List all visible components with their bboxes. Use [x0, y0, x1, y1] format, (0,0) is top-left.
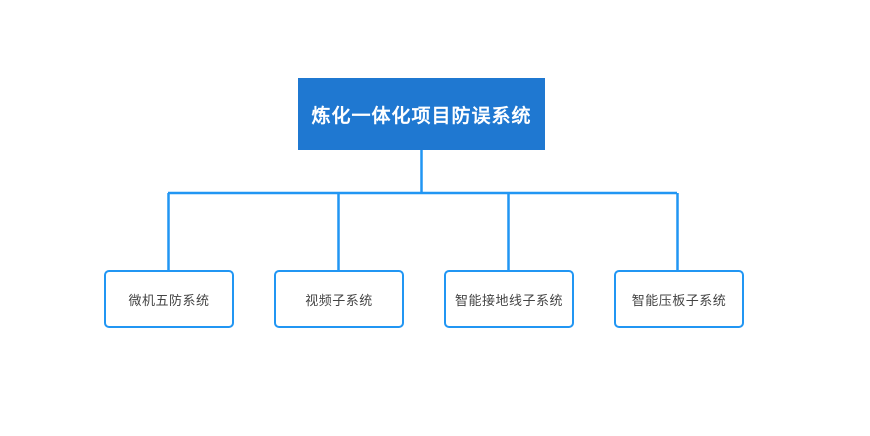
- child-node-1[interactable]: 微机五防系统: [104, 270, 234, 328]
- child-node-4[interactable]: 智能压板子系统: [614, 270, 744, 328]
- child-node-3-label: 智能接地线子系统: [454, 293, 563, 309]
- child-node-4-label: 智能压板子系统: [631, 293, 727, 309]
- child-node-3[interactable]: 智能接地线子系统: [444, 270, 574, 328]
- child-node-1-label: 微机五防系统: [128, 293, 210, 309]
- root-node[interactable]: 炼化一体化项目防误系统: [298, 78, 545, 150]
- child-node-2[interactable]: 视频子系统: [274, 270, 404, 328]
- root-node-label: 炼化一体化项目防误系统: [311, 104, 532, 127]
- child-node-2-label: 视频子系统: [305, 293, 373, 309]
